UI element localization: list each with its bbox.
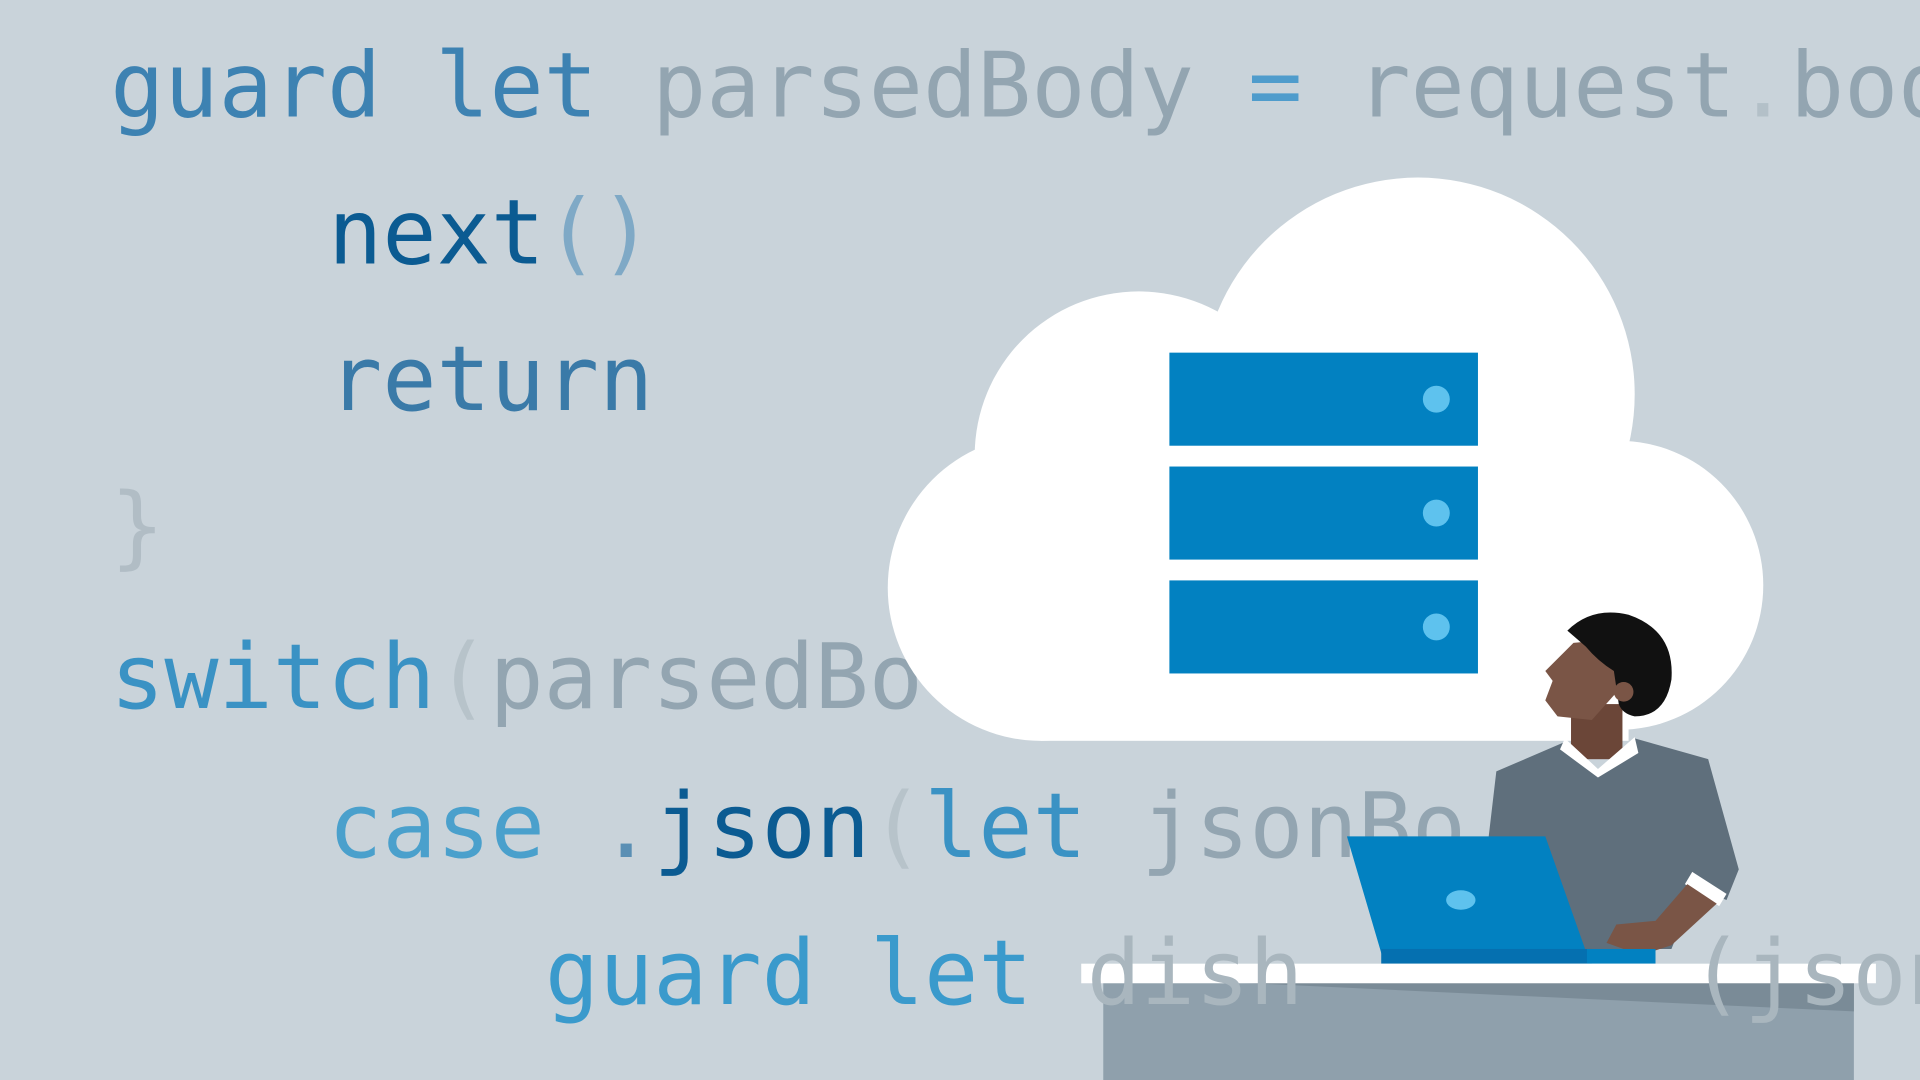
code-line-1: guard let parsedBody = request.bod: [110, 33, 1920, 138]
keyword: case: [328, 774, 545, 879]
cuff: [1684, 871, 1727, 907]
brace: }: [110, 474, 164, 579]
identifier: parsedBo: [490, 625, 923, 730]
ear: [1613, 682, 1634, 702]
code-line-2: next(): [328, 180, 653, 285]
hand: [1606, 884, 1717, 956]
code-line-7: guard let dish (json: [545, 921, 1920, 1026]
server-stack-icon: [1169, 352, 1478, 674]
collar: [1560, 737, 1639, 778]
code-line-6: case .json(let jsonBo: [328, 774, 1466, 879]
laptop-base: [1586, 948, 1656, 964]
identifier: parsedBody: [652, 33, 1194, 138]
laptop-base: [1381, 948, 1592, 964]
desk: [1081, 963, 1876, 1080]
keyword: return: [328, 327, 653, 432]
identifier: request: [1356, 33, 1735, 138]
paren: (: [435, 625, 489, 730]
identifier: bod: [1790, 33, 1920, 138]
paren: (): [545, 180, 653, 285]
desk-top: [1081, 963, 1876, 984]
keyword: switch: [110, 625, 435, 730]
dot: .: [599, 774, 653, 879]
server-led: [1422, 499, 1450, 527]
code-line-3: return: [328, 327, 653, 432]
keyword: guard let: [545, 921, 1033, 1026]
keyword: guard let: [110, 33, 598, 138]
laptop-logo: [1446, 890, 1476, 910]
paren: (: [870, 774, 924, 879]
hair: [1567, 612, 1672, 717]
keyword: let: [924, 774, 1087, 879]
code-foreground: guard let dish (json: [545, 921, 1920, 1026]
code-line-4: }: [110, 474, 164, 579]
code-line-5: switch(parsedBo: [110, 625, 923, 730]
identifier: (json: [1690, 921, 1920, 1026]
server-led: [1422, 385, 1450, 413]
code-background: guard let parsedBody = request.bod next(…: [110, 33, 1920, 879]
dot: .: [1736, 33, 1790, 138]
operator: =: [1248, 33, 1302, 138]
function: json: [653, 774, 870, 879]
identifier: dish: [1087, 921, 1304, 1026]
function: next: [328, 180, 545, 285]
laptop: [1346, 836, 1656, 964]
server-led: [1422, 613, 1450, 641]
